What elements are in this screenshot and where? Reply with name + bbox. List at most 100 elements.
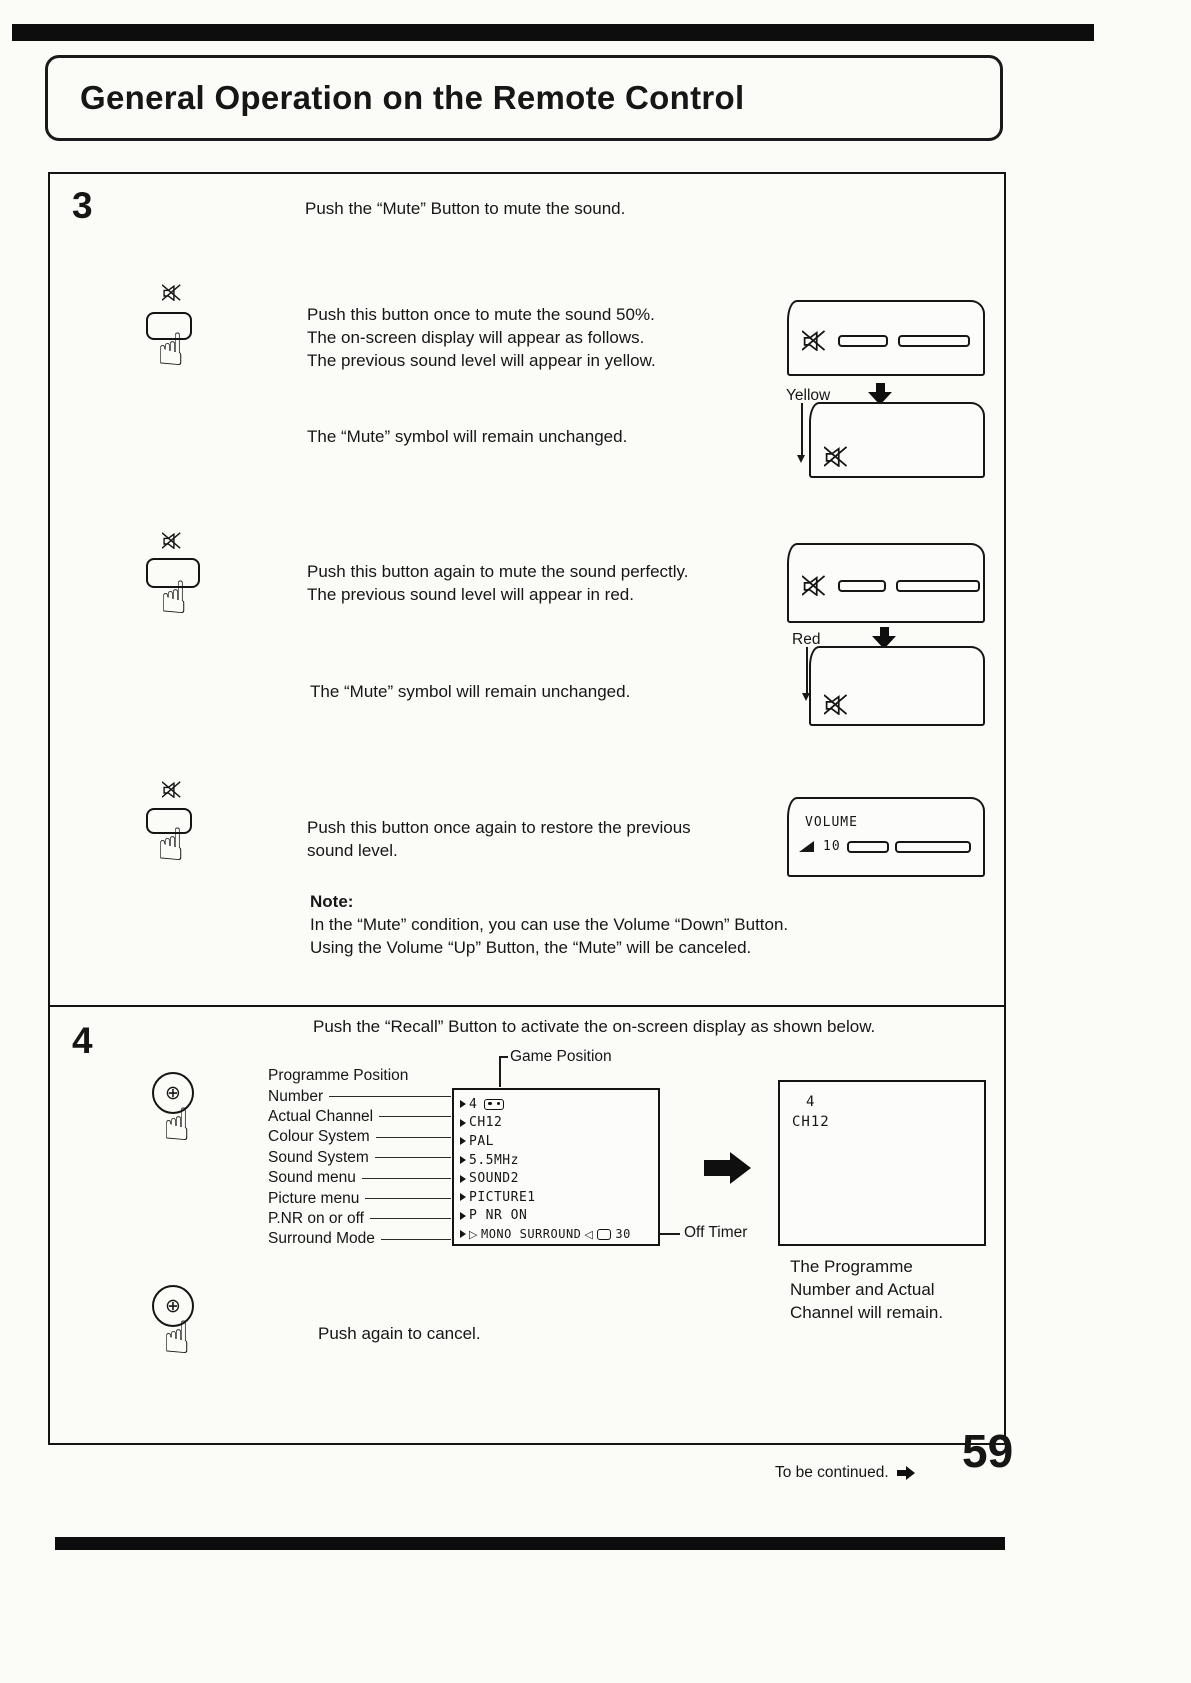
top-rule [12,24,1094,41]
off-timer-label: Off Timer [684,1224,748,1241]
osd-callout-label: Sound System [268,1148,452,1168]
osd-line-pnr: P NR ON [460,1207,654,1226]
page-number: 59 [962,1425,1014,1477]
mute-button [146,312,192,340]
off-timer-clock-icon [597,1228,612,1240]
pointing-hand-icon: ☝ [157,818,185,871]
leader-arrow-icon [460,1174,466,1183]
volume-bar [838,334,888,347]
note-line: In the “Mute” condition, you can use the… [310,915,789,934]
mute-speaker-icon [802,330,828,351]
right-arrow-icon [704,1152,751,1184]
pointer-line [801,403,803,455]
mute-speaker-icon [162,284,183,301]
leader-arrow-icon [460,1193,466,1202]
mute-speaker-icon [802,575,828,596]
pointing-hand-icon: ☝ [163,1311,191,1364]
recall-button: ⊕ [152,1072,194,1114]
section-divider [50,1005,1004,1007]
osd-callout-label: Surround Mode [268,1229,452,1249]
step-3a-text-line: The previous sound level will appear in … [307,351,656,370]
osd-line-surround: ▷ MONO SURROUND ◁ 30 [460,1225,654,1244]
osd-line-sound-menu: SOUND2 [460,1169,654,1188]
result-caption-line: Number and Actual [790,1280,935,1299]
step-3c-text-line: Push this button once again to restore t… [307,818,691,837]
to-be-continued: To be continued. [758,1446,915,1500]
leader-arrow-icon [460,1156,466,1165]
osd-volume-value: 10 [823,839,841,854]
note-line: Using the Volume “Up” Button, the “Mute”… [310,938,752,957]
result-osd-screen: 4 CH12 [778,1080,986,1246]
recall-button: ⊕ [152,1285,194,1327]
osd-callout-label: Number [268,1086,452,1106]
osd-callout-label: Sound menu [268,1168,452,1188]
mute-button [146,808,192,834]
pointing-hand-icon: ☝ [163,1098,191,1151]
pointer-line [499,1056,501,1087]
step-3b-text-line: Push this button again to mute the sound… [307,562,689,581]
osd-screen-mute-full [787,543,985,623]
osd-volume-label: VOLUME [805,815,858,830]
step-4-intro: Push the “Recall” Button to activate the… [313,1017,876,1036]
osd-callout-label: Picture menu [268,1188,452,1208]
volume-bar [838,579,886,592]
surround-right-arrow-icon: ◁ [584,1227,594,1241]
pointer-line [660,1233,680,1235]
mute-unchanged-note: The “Mute” symbol will remain unchanged. [307,427,628,446]
osd-callout-label: Colour System [268,1127,452,1147]
step-3a-text-line: Push this button once to mute the sound … [307,305,655,324]
result-caption-line: The Programme [790,1257,913,1276]
down-arrow-icon [868,383,892,405]
osd-callout-label: Actual Channel [268,1107,452,1127]
osd-screen-mute-50 [787,300,985,376]
osd-line-colour-system: PAL [460,1132,654,1151]
down-arrowhead-icon [802,693,810,701]
recall-osd-screen: 4 CH12 PAL 5.5MHz SOUND2 PICTURE1 P NR O… [452,1088,660,1246]
step-3-number: 3 [72,185,93,226]
color-callout-yellow: Yellow [786,387,831,404]
mute-speaker-icon [162,781,183,798]
down-arrow-icon [872,627,896,649]
pointing-hand-icon: ☝ [160,571,188,624]
note-title: Note: [310,892,354,911]
mute-speaker-icon [824,694,850,715]
osd-callout-label: Programme Position [268,1067,409,1085]
volume-bar [894,840,971,853]
pointer-line [499,1056,508,1058]
pointing-hand-icon: ☝ [157,323,185,376]
mute-speaker-icon [162,532,183,549]
pointer-line [806,647,808,693]
leader-arrow-icon [460,1230,466,1239]
result-caption-line: Channel will remain. [790,1303,944,1322]
step-3-intro: Push the “Mute” Button to mute the sound… [305,199,626,218]
osd-line-picture-menu: PICTURE1 [460,1188,654,1207]
volume-bar [846,840,889,853]
osd-screen-volume: VOLUME 10 [787,797,985,877]
leader-arrow-icon [460,1100,466,1109]
osd-callout-label: P.NR on or off [268,1209,452,1229]
recall-button-symbol: ⊕ [165,1082,181,1104]
surround-left-arrow-icon: ▷ [469,1227,478,1241]
osd-line-channel: CH12 [460,1114,654,1133]
down-arrowhead-icon [797,455,805,463]
osd-screen-mute-symbol [809,646,985,726]
continue-arrow-icon [896,1465,915,1480]
step-3c-text-line: sound level. [307,841,398,860]
game-position-icon [484,1098,505,1110]
step-3b-text-line: The previous sound level will appear in … [307,585,634,604]
leader-arrow-icon [460,1137,466,1146]
recall-button-symbol: ⊕ [165,1295,181,1317]
page-header: General Operation on the Remote Control [45,55,1003,141]
leader-arrow-icon [460,1211,466,1220]
step-3a-text-line: The on-screen display will appear as fol… [307,328,645,347]
game-position-label: Game Position [510,1048,612,1065]
bottom-rule [55,1537,1005,1550]
off-timer-value: 30 [615,1227,631,1242]
volume-bar [896,579,980,592]
page-title: General Operation on the Remote Control [80,79,745,116]
mute-button [146,558,200,588]
cancel-text: Push again to cancel. [318,1324,481,1343]
osd-screen-mute-symbol [809,402,985,478]
leader-arrow-icon [460,1118,466,1127]
osd-callout-labels: Programme Position Number Actual Channel… [268,1066,452,1250]
